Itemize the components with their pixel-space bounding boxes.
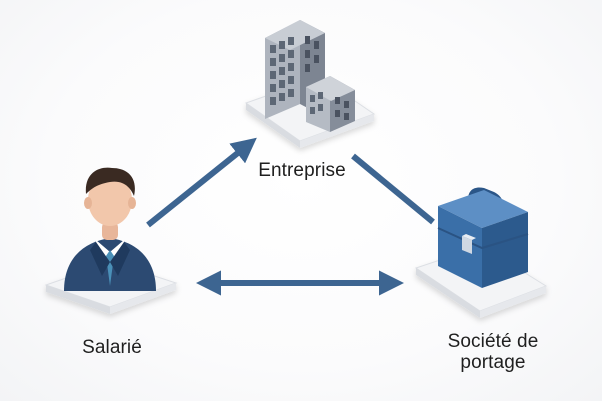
businessman-avatar-icon <box>64 167 156 291</box>
office-building-icon <box>265 20 355 132</box>
arrow-salarie-to-entreprise <box>146 137 257 228</box>
salarie-label: Salarié <box>82 337 142 358</box>
societe-de-portage-label: Société de portage <box>447 331 539 373</box>
arrow-entreprise-to-societe <box>351 153 435 225</box>
entreprise-label: Entreprise <box>258 160 346 181</box>
briefcase-icon <box>437 187 529 288</box>
